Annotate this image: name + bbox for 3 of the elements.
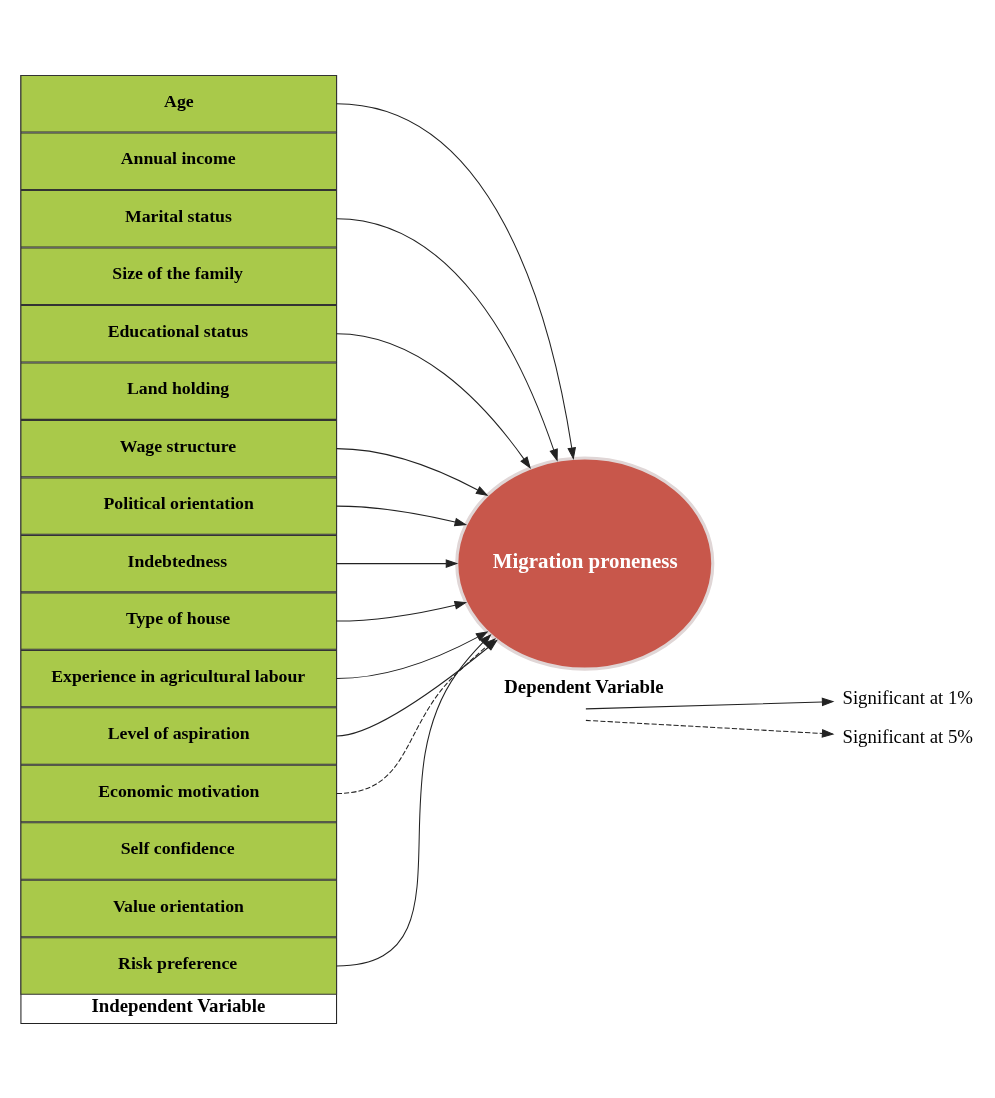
- legend-label: Significant at 1%: [842, 686, 973, 708]
- node-label: Dependent Variable: [504, 675, 664, 697]
- legend-label: Significant at 5%: [842, 725, 973, 747]
